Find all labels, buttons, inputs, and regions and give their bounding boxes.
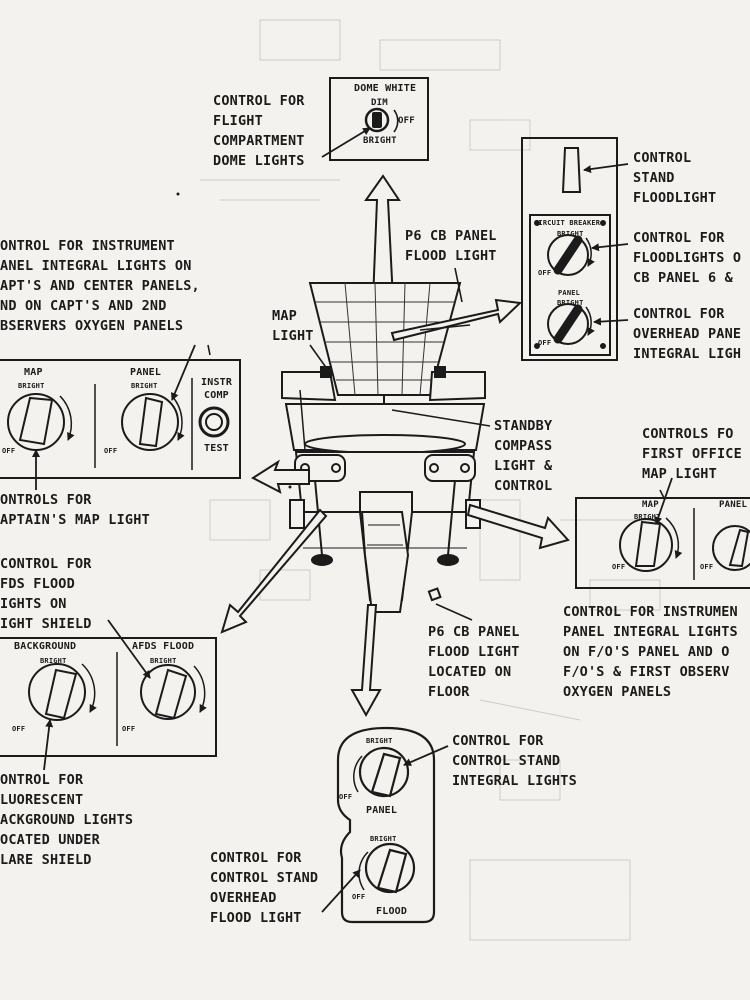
dome-off: OFF: [398, 116, 415, 126]
afds-callout: CONTROL FOR FDS FLOOD IGHTS ON IGHT SHIE…: [0, 556, 92, 632]
speck: [176, 192, 180, 196]
dome-panel: [321, 77, 429, 161]
ghost-print-through: [200, 19, 661, 941]
fo-off-1: OFF: [612, 563, 626, 571]
fo-map-callout: CONTROLS FO FIRST OFFICE MAP LIGHT: [642, 426, 742, 482]
glare-afds: AFDS FLOOD: [132, 641, 195, 652]
stand-bright-2: BRIGHT: [370, 835, 397, 843]
captain-panel: [0, 344, 241, 490]
glare-bright-1: BRIGHT: [40, 657, 67, 665]
cb-off-2: OFF: [538, 339, 552, 347]
dome-dim: DIM: [371, 98, 388, 108]
glare-off-1: OFF: [12, 725, 26, 733]
cb-flood-callout: CONTROL FOR FLOODLIGHTS O CB PANEL 6 &: [633, 230, 742, 286]
dome-title: DOME WHITE: [354, 83, 417, 94]
stand-bright-1: BRIGHT: [366, 737, 393, 745]
fo-off-2: OFF: [700, 563, 714, 571]
overhead-integral-callout: CONTROL FOR OVERHEAD PANE INTEGRAL LIGH: [633, 306, 742, 362]
fluorescent-callout: ONTROL FOR LUORESCENT ACKGROUND LIGHTS O…: [0, 772, 134, 868]
cb-panel-column: [521, 137, 629, 361]
capt-panel: PANEL: [130, 367, 162, 378]
capt-panel-off: OFF: [104, 447, 118, 455]
cockpit-structure: [281, 282, 486, 613]
fo-panel: [575, 477, 750, 589]
glare-off-2: OFF: [122, 725, 136, 733]
cb-off-1: OFF: [538, 269, 552, 277]
stand-panel: PANEL: [366, 805, 398, 816]
dome-bright: BRIGHT: [363, 136, 397, 146]
fo-instr-callout: CONTROL FOR INSTRUMEN PANEL INTEGRAL LIG…: [563, 604, 738, 700]
glare-background: BACKGROUND: [14, 641, 77, 652]
capt-panel-bright: BRIGHT: [131, 382, 158, 390]
cb-bright-2: BRIGHT: [557, 299, 584, 307]
fo-bright: BRIGHT: [634, 513, 661, 521]
capt-instr: INSTR: [201, 377, 233, 388]
stand-off-1: OFF: [339, 793, 353, 801]
dome-double-arrow: [364, 174, 401, 301]
stand-flood-callout: CONTROL STAND FLOODLIGHT: [633, 150, 717, 206]
map-light-callout: MAP LIGHT: [272, 308, 314, 344]
cb-bright-1: BRIGHT: [557, 230, 584, 238]
stand-flood: FLOOD: [376, 906, 408, 917]
capt-map-bright: BRIGHT: [18, 382, 45, 390]
p6-floor-callout: P6 CB PANEL FLOOD LIGHT LOCATED ON FLOOR: [428, 624, 520, 700]
stand-overhead-callout: CONTROL FOR CONTROL STAND OVERHEAD FLOOD…: [210, 850, 319, 926]
capt-map-off: OFF: [2, 447, 16, 455]
glare-panel: [0, 619, 217, 771]
callout-arrows: [220, 298, 570, 718]
cb-circuit-breaker: CIRCUIT BREAKER: [534, 219, 601, 227]
cb-panel: PANEL: [558, 289, 581, 297]
capt-comp: COMP: [204, 390, 229, 401]
capt-map: MAP: [24, 367, 43, 378]
fo-panel: PANEL: [719, 500, 748, 510]
stand-integral-callout: CONTROL FOR CONTROL STAND INTEGRAL LIGHT…: [452, 733, 577, 789]
speck: [288, 485, 292, 489]
capt-test: TEST: [204, 443, 229, 454]
capt-map-callout: ONTROLS FOR APTAIN'S MAP LIGHT: [0, 492, 150, 528]
fo-map: MAP: [642, 500, 659, 510]
dome-callout: CONTROL FOR FLIGHT COMPARTMENT DOME LIGH…: [213, 93, 305, 169]
p6-flood-callout: P6 CB PANEL FLOOD LIGHT: [405, 228, 497, 264]
standby-compass-callout: STANDBY COMPASS LIGHT & CONTROL: [494, 418, 553, 494]
instr-panel-callout: ONTROL FOR INSTRUMENT ANEL INTEGRAL LIGH…: [0, 238, 200, 334]
stand-off-2: OFF: [352, 893, 366, 901]
glare-bright-2: BRIGHT: [150, 657, 177, 665]
control-stand-panel: [321, 726, 449, 924]
